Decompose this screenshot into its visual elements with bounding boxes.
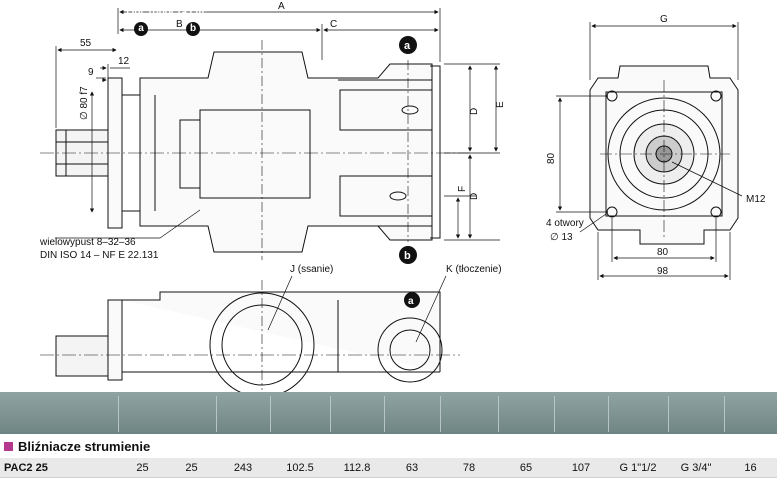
section-title: Bliźniacze strumienie <box>0 436 777 456</box>
front-view-dimensions <box>556 22 743 280</box>
cell-E: 78 <box>462 461 476 474</box>
dim-E: E <box>495 101 506 108</box>
holes-diameter: ∅ 13 <box>550 232 573 243</box>
svg-text:a: a <box>408 296 414 307</box>
table-header <box>0 392 777 434</box>
cell-B: 102.5 <box>286 461 314 474</box>
cell-C: 112.8 <box>343 461 371 474</box>
cell-D: 63 <box>405 461 419 474</box>
dim-80-vertical: 80 <box>546 152 557 164</box>
port-b-marker: b <box>399 246 417 264</box>
dim-9: 9 <box>88 67 94 78</box>
side-view <box>40 40 470 260</box>
top-view-callouts <box>267 275 447 343</box>
header-symbol: Symbol pompy <box>19 15 99 27</box>
dim-D-lower: D <box>469 193 480 200</box>
port-K-label: K (tłoczenie) <box>446 264 502 275</box>
cell-A: 243 <box>233 461 253 474</box>
cell-b: 25 <box>185 461 198 474</box>
cell-K: G 3/4" <box>680 461 712 474</box>
technical-drawing: A B C 55 12 9 ∅ 80 f7 D E D F wielowypus… <box>39 1 766 392</box>
header-K: K <box>692 15 700 27</box>
front-view-labels: G 80 80 98 M12 4 otwory ∅ 13 <box>546 14 766 277</box>
dim-C: C <box>330 19 337 30</box>
cell-F: 65 <box>519 461 533 474</box>
header-J: J <box>634 15 642 27</box>
cell-mass: 16 <box>744 461 757 474</box>
header-F: F <box>522 15 530 27</box>
spline-line-1: wielowypust 8–32–36 <box>39 237 136 248</box>
header-a-badge: a <box>134 21 148 36</box>
cell-a: 25 <box>136 461 149 474</box>
side-view-dimensions <box>55 8 500 241</box>
cell-J: G 1"1/2 <box>619 461 657 474</box>
section-marker <box>4 441 13 451</box>
header-b-badge: b <box>186 21 200 36</box>
dim-12: 12 <box>118 56 130 67</box>
port-a-marker: a <box>399 36 417 54</box>
table-row: PAC2 25 25 25 243 102.5 112.8 63 78 65 1… <box>0 458 777 478</box>
dim-B: B <box>176 19 183 30</box>
front-view <box>589 65 739 245</box>
thread-M12: M12 <box>746 194 766 205</box>
header-D: D <box>408 15 416 27</box>
port-J-label: J (ssanie) <box>290 264 333 275</box>
header-displacement: Obj. robocza cm³ a b <box>126 6 208 36</box>
port-a-marker-top: a <box>404 292 420 308</box>
dim-F: F <box>457 186 468 192</box>
dim-shaft: ∅ 80 f7 <box>79 86 90 120</box>
cell-symbol: PAC2 25 <box>4 461 48 474</box>
header-G: G <box>576 15 586 27</box>
header-A: A <box>239 15 247 27</box>
dim-D-upper: D <box>469 108 480 115</box>
svg-text:b: b <box>404 250 411 262</box>
dim-A: A <box>278 1 285 12</box>
dim-98: 98 <box>657 266 669 277</box>
header-C: C <box>353 15 361 27</box>
side-view-labels: A B C 55 12 9 ∅ 80 f7 D E D F wielowypus… <box>39 1 506 261</box>
holes-count: 4 otwory <box>546 218 584 229</box>
svg-text:a: a <box>404 40 411 52</box>
dim-G: G <box>660 14 668 25</box>
dim-55: 55 <box>80 38 92 49</box>
header-E: E <box>465 15 473 27</box>
top-view <box>40 280 460 392</box>
header-B: B <box>296 15 304 27</box>
cell-G: 107 <box>571 461 591 474</box>
spline-line-2: DIN ISO 14 – NF E 22.131 <box>40 250 159 261</box>
dim-80-horizontal: 80 <box>657 247 669 258</box>
